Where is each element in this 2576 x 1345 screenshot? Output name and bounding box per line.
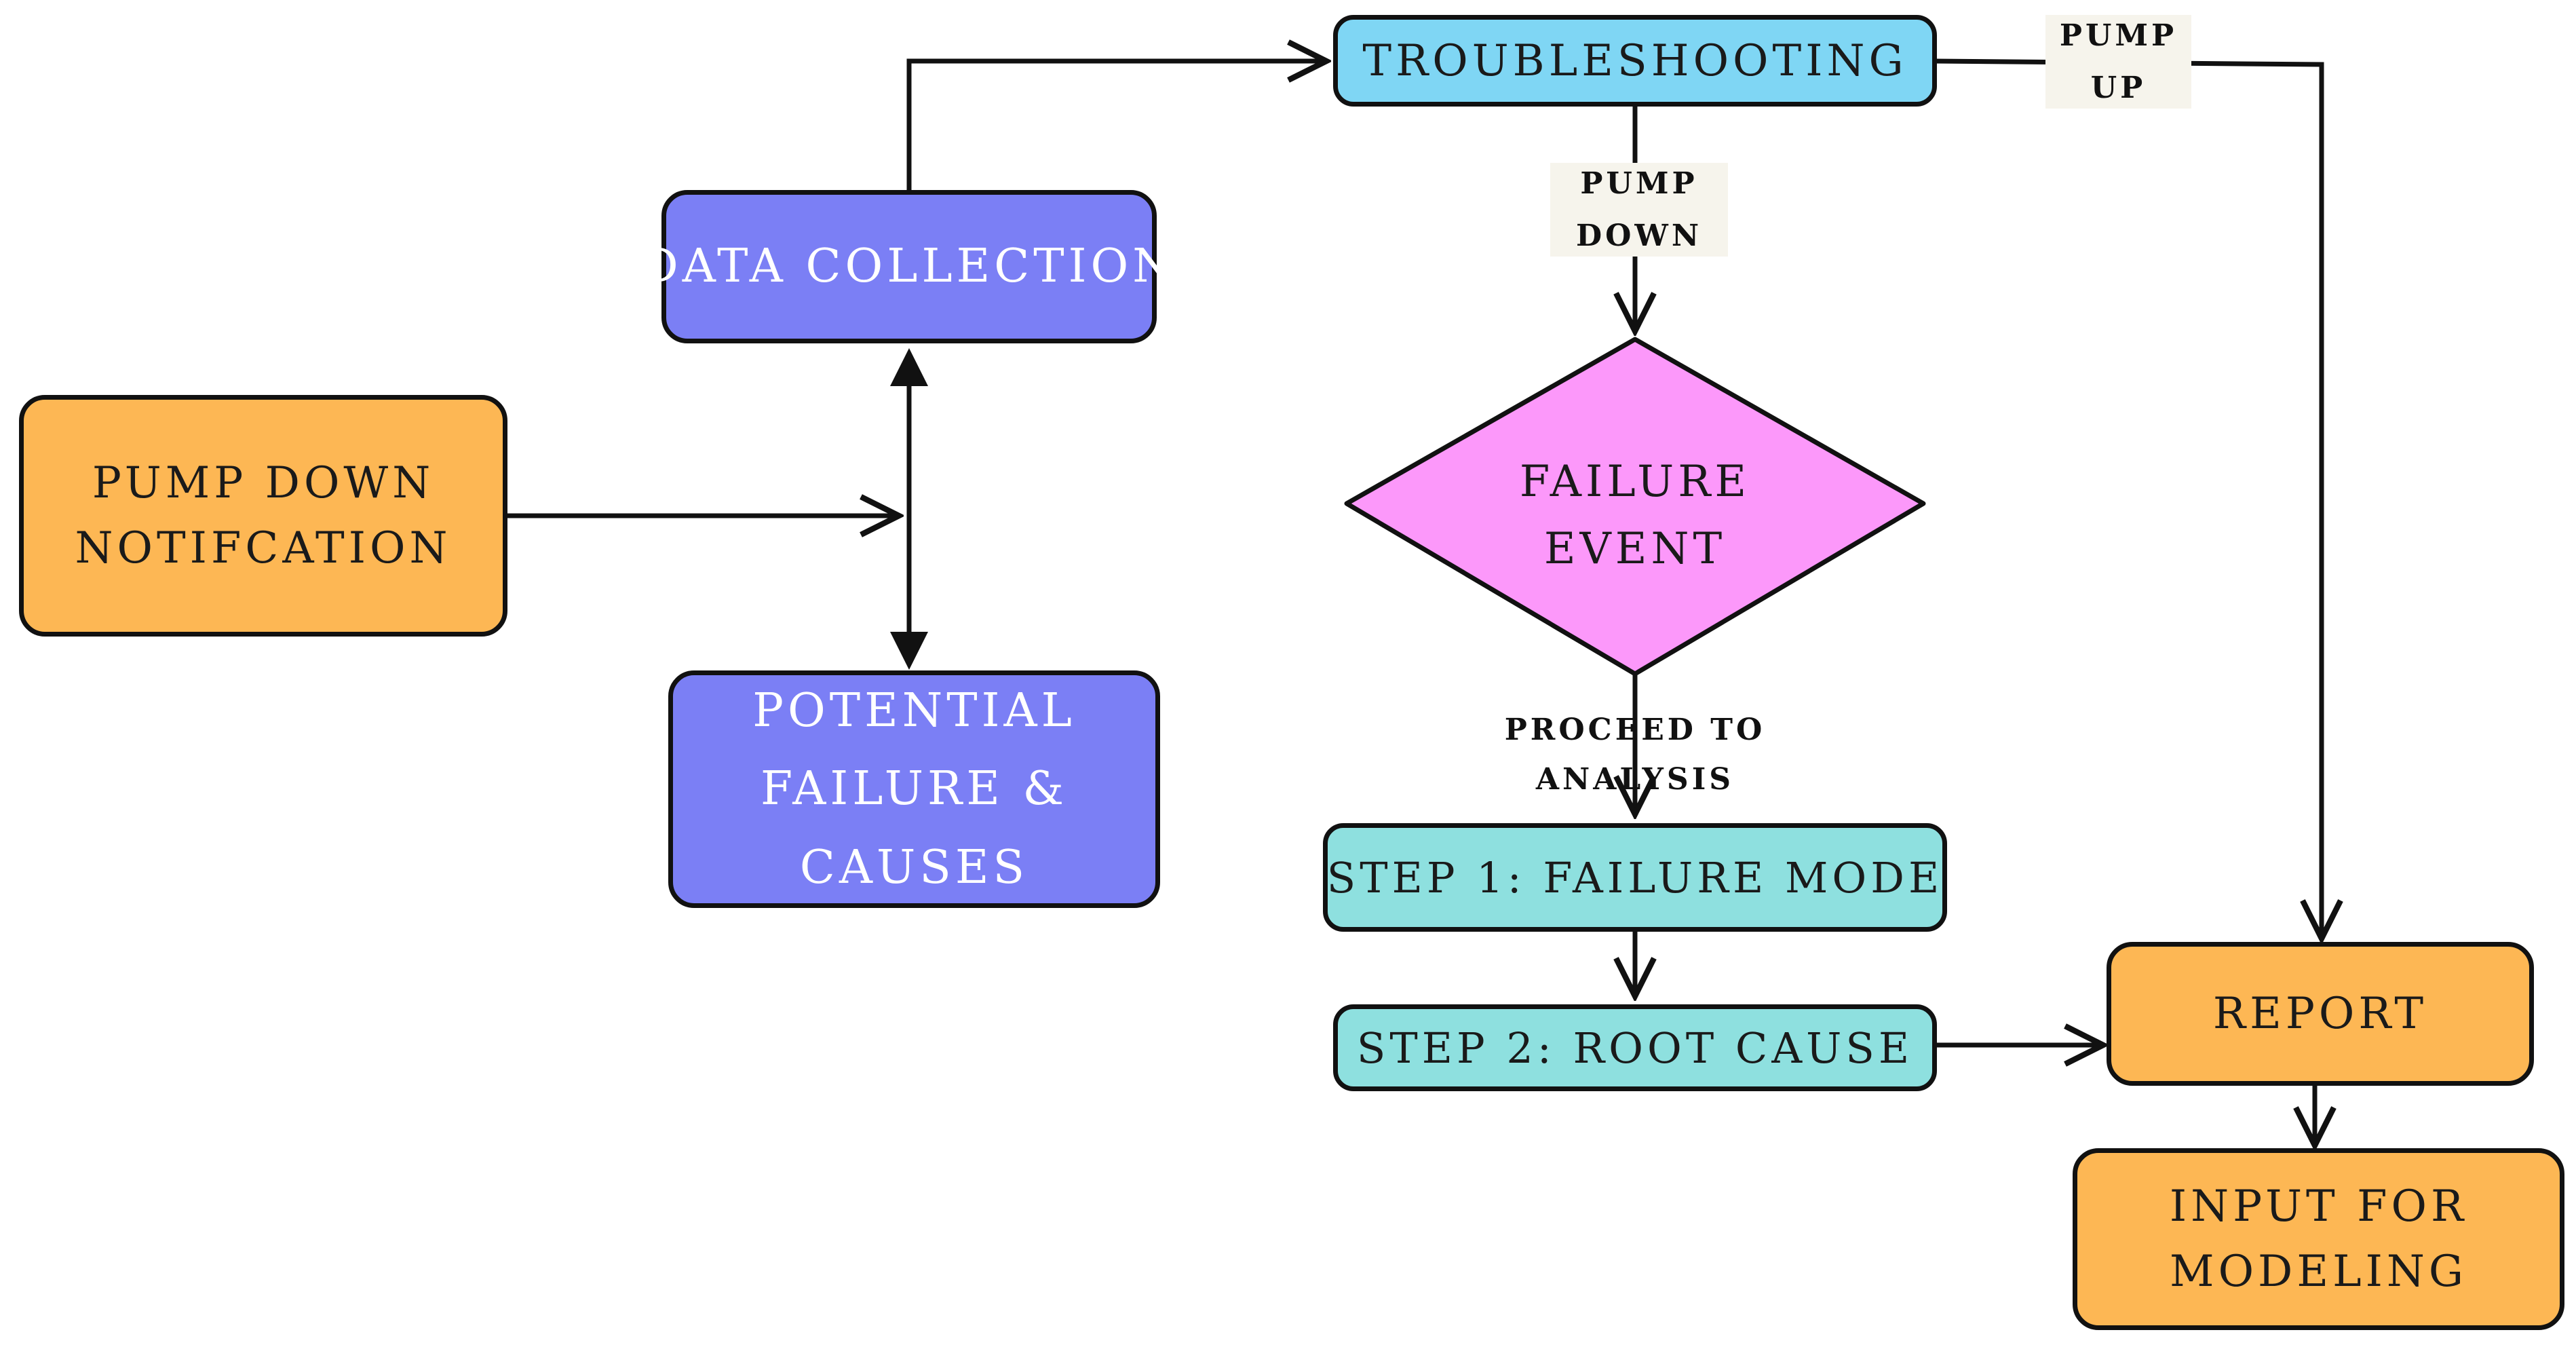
edge-label-proceed-line-2: ANALYSIS xyxy=(1535,762,1735,797)
node-step-1: STEP 1: FAILURE MODE xyxy=(1323,823,1947,932)
node-troubleshooting: TROUBLESHOOTING xyxy=(1333,15,1937,107)
node-input-for-modeling: INPUT FOR MODELING xyxy=(2073,1148,2564,1330)
edge-troubleshooting-to-report xyxy=(1933,58,2322,939)
node-step-1-label: STEP 1: FAILURE MODE xyxy=(1326,852,1944,903)
node-potential-failure: POTENTIAL FAILURE & CAUSES xyxy=(668,670,1160,908)
edge-label-pump-up-line-1: PUMP xyxy=(2059,18,2178,53)
edge-label-pump-down-line-1: PUMP xyxy=(1580,166,1698,201)
edge-label-proceed-to-analysis: PROCEED TO ANALYSIS xyxy=(1489,704,1781,806)
node-step-2: STEP 2: ROOT CAUSE xyxy=(1333,1004,1937,1091)
node-input-for-modeling-line-2: MODELING xyxy=(2170,1247,2467,1297)
node-data-collection-label: DATA COLLECTION xyxy=(641,240,1177,293)
node-report-label: REPORT xyxy=(2212,989,2428,1039)
edge-data-collection-to-troubleshooting xyxy=(906,61,1326,191)
edge-label-pump-up: PUMP UP xyxy=(2045,15,2191,109)
node-data-collection: DATA COLLECTION xyxy=(641,190,1173,343)
node-pump-down-notification: PUMP DOWN NOTIFCATION xyxy=(19,395,507,637)
node-failure-event-line-1: FAILURE xyxy=(1519,456,1751,507)
node-report: REPORT xyxy=(2107,942,2534,1086)
node-troubleshooting-label: TROUBLESHOOTING xyxy=(1362,35,1908,86)
edge-label-pump-down: PUMP DOWN xyxy=(1550,163,1728,257)
edge-label-proceed-line-1: PROCEED TO xyxy=(1504,713,1766,748)
edge-label-pump-up-line-2: UP xyxy=(2090,71,2147,105)
node-potential-failure-line-3: CAUSES xyxy=(799,840,1029,894)
node-step-2-label: STEP 2: ROOT CAUSE xyxy=(1356,1023,1914,1073)
failure-event-diamond xyxy=(1344,337,1926,677)
node-failure-event-line-2: EVENT xyxy=(1543,524,1727,574)
node-failure-event: FAILURE EVENT xyxy=(1350,400,1920,631)
node-pump-down-notification-line-1: PUMP DOWN xyxy=(92,458,435,508)
node-potential-failure-line-2: FAILURE & xyxy=(761,762,1068,816)
node-pump-down-notification-line-2: NOTIFCATION xyxy=(75,523,452,573)
edge-label-pump-down-line-2: DOWN xyxy=(1575,219,1703,253)
node-input-for-modeling-line-1: INPUT FOR xyxy=(2169,1181,2468,1232)
node-potential-failure-line-1: POTENTIAL xyxy=(752,683,1076,738)
